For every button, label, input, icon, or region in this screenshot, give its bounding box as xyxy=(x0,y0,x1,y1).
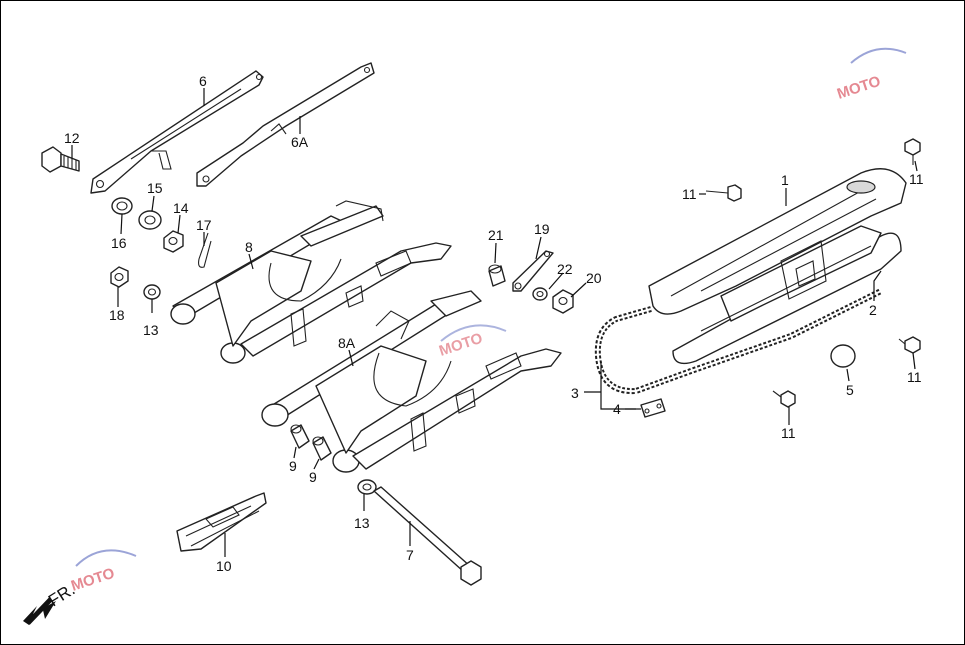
part-17-cotter-pin xyxy=(198,232,212,268)
callout-6: 6 xyxy=(199,73,207,89)
part-11-bolt xyxy=(898,336,921,354)
part-10-chain-guide xyxy=(176,492,267,552)
part-7-pivot-shaft xyxy=(373,486,482,586)
front-arrow-icon xyxy=(23,597,56,625)
part-19-adjuster-plate xyxy=(512,250,554,292)
callout-13-top: 13 xyxy=(143,322,159,338)
callout-16: 16 xyxy=(111,235,127,251)
part-12-bolt xyxy=(41,146,80,173)
callout-21: 21 xyxy=(488,227,504,243)
part-8a-swingarm xyxy=(261,290,562,473)
part-8-swingarm xyxy=(170,200,452,364)
callout-7: 7 xyxy=(406,547,414,563)
svg-text:MOTO: MOTO xyxy=(69,565,117,595)
callout-11-right: 11 xyxy=(907,369,922,385)
part-3-drive-chain xyxy=(594,288,883,395)
callout-11-top: 11 xyxy=(682,186,697,202)
callout-11-top-right: 11 xyxy=(909,171,924,187)
watermark-logo: MOTO xyxy=(437,324,507,360)
callout-17: 17 xyxy=(196,217,212,233)
svg-text:MOTO: MOTO xyxy=(835,73,883,103)
callout-20: 20 xyxy=(586,270,602,286)
part-11-bolt xyxy=(772,390,796,408)
part-11-bolt xyxy=(705,184,742,202)
callout-5: 5 xyxy=(846,382,854,398)
part-20-nut xyxy=(552,289,574,314)
part-13-washer-top xyxy=(143,284,161,300)
part-16-spring-washer xyxy=(111,197,133,215)
callout-12: 12 xyxy=(64,130,80,146)
part-13-washer-bottom xyxy=(357,479,377,495)
part-18-nut xyxy=(110,266,129,288)
part-15-washer xyxy=(138,210,162,230)
callout-22: 22 xyxy=(557,261,573,277)
callout-2: 2 xyxy=(869,302,877,318)
part-22-washer xyxy=(532,287,548,301)
callout-8a: 8A xyxy=(338,335,356,351)
part-11-bolt xyxy=(904,138,921,165)
part-6a-bracket xyxy=(196,62,375,187)
callout-18: 18 xyxy=(109,307,125,323)
part-6-bracket xyxy=(90,70,264,194)
leader-lines xyxy=(71,88,918,557)
callout-4: 4 xyxy=(613,401,621,417)
callout-6a: 6A xyxy=(291,134,309,150)
callout-9-right: 9 xyxy=(309,469,317,485)
callout-13-bottom: 13 xyxy=(354,515,370,531)
callout-3: 3 xyxy=(571,385,579,401)
front-direction-indicator: FR. xyxy=(23,580,78,625)
part-4-master-link xyxy=(640,398,666,418)
watermark-logo: MOTO xyxy=(835,47,907,103)
part-1-chain-case-upper xyxy=(648,168,907,315)
callout-19: 19 xyxy=(534,221,550,237)
callout-15: 15 xyxy=(147,180,163,196)
callout-1: 1 xyxy=(781,172,789,188)
callout-9-left: 9 xyxy=(289,458,297,474)
callout-8: 8 xyxy=(245,239,253,255)
part-2-chain-case-lower xyxy=(672,225,902,365)
svg-text:MOTO: MOTO xyxy=(437,330,485,360)
part-5-cap xyxy=(830,344,856,368)
watermark-logo: MOTO xyxy=(69,549,137,595)
callout-11-bottom: 11 xyxy=(781,425,796,441)
callout-10: 10 xyxy=(216,558,232,574)
callout-14: 14 xyxy=(173,200,189,216)
part-14-nut xyxy=(163,230,184,253)
part-9-bushing xyxy=(312,436,332,461)
part-9-bushing xyxy=(290,424,310,449)
part-21-collar xyxy=(488,264,506,287)
